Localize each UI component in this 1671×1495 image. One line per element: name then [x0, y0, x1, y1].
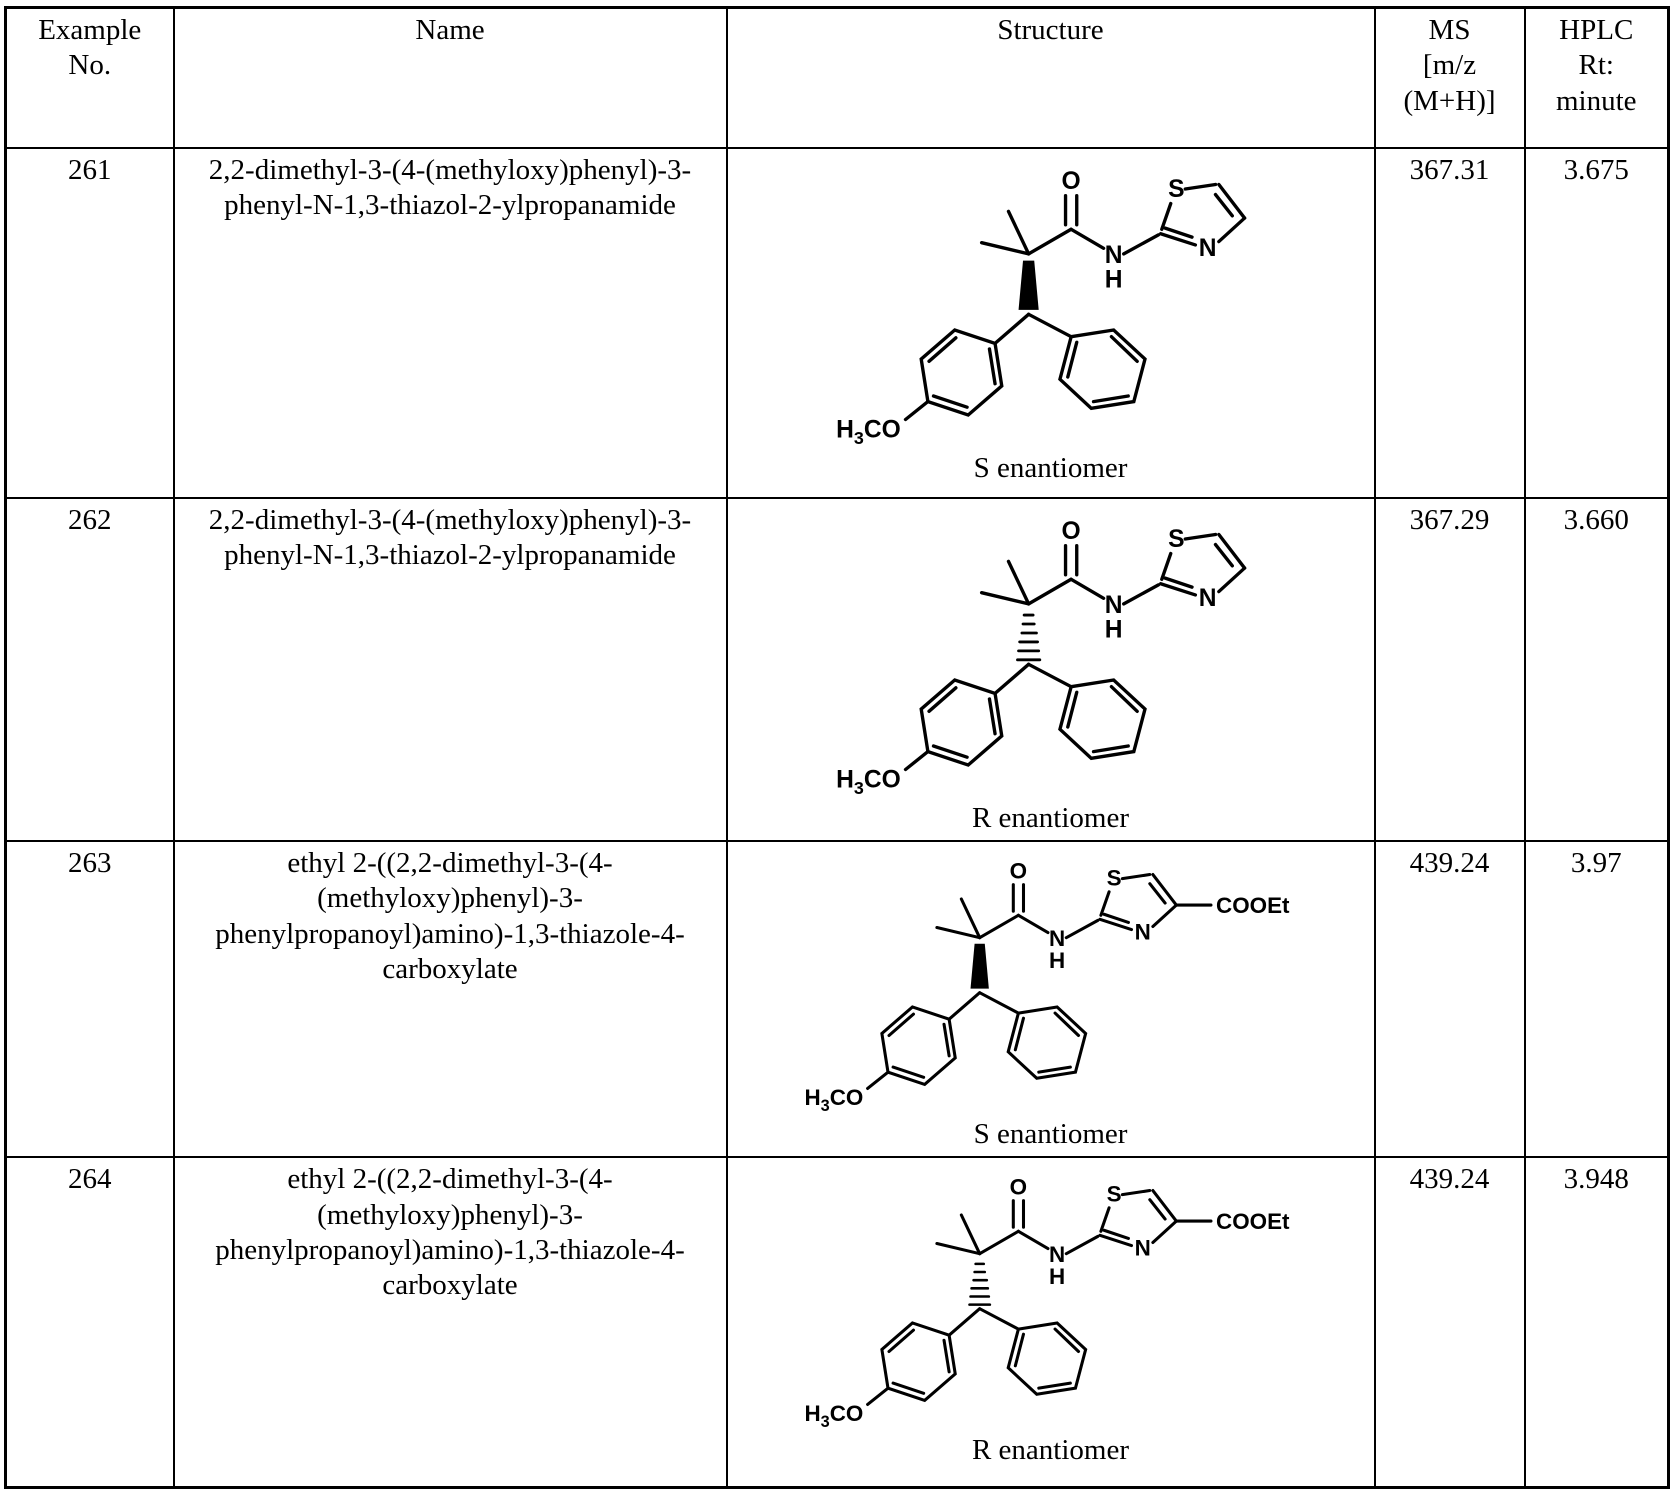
header-example-line1: Example — [38, 14, 142, 46]
table-row-261: 261 2,2-dimethyl-3-(4-(methyloxy)phenyl)… — [4, 146, 1670, 499]
compound-name: ethyl 2-((2,2-dimethyl-3-(4-(methyloxy)p… — [215, 846, 685, 985]
compound-name: ethyl 2-((2,2-dimethyl-3-(4-(methyloxy)p… — [215, 1163, 685, 1302]
table-row-264: 264 ethyl 2-((2,2-dimethyl-3-(4-(methylo… — [4, 1156, 1670, 1489]
cooet-substituent-use — [1174, 1207, 1292, 1237]
name-cell: ethyl 2-((2,2-dimethyl-3-(4-(methyloxy)p… — [172, 839, 728, 1159]
molecule-skeleton-use — [802, 856, 1178, 1117]
structure-cell: S enantiomer — [725, 146, 1376, 499]
stereo-hash-use — [1015, 613, 1041, 661]
stereo-wedge-use — [1018, 260, 1039, 310]
header-example-line2: No. — [68, 49, 112, 82]
enantiomer-caption: R enantiomer — [971, 1434, 1130, 1467]
molecule-skeleton-use — [833, 165, 1246, 450]
ms-cell: 439.24 — [1373, 1156, 1526, 1489]
stereo-wedge-use — [970, 943, 989, 989]
hplc-cell: 3.660 — [1523, 496, 1670, 842]
structure-cell: S enantiomer — [725, 839, 1376, 1159]
column-header-hplc: HPLC Rt: minute — [1523, 6, 1670, 149]
header-hplc-line2: Rt: — [1578, 49, 1614, 82]
compound-name: 2,2-dimethyl-3-(4-(methyloxy)phenyl)-3-p… — [208, 503, 692, 571]
header-ms-line3: (M+H)] — [1403, 84, 1496, 117]
compound-table: Example No. Name Structure MS [m/z (M+H)… — [4, 6, 1670, 1489]
ms-cell: 367.31 — [1373, 146, 1526, 499]
structure-diagram-263 — [802, 856, 1292, 1117]
example-no-cell: 262 — [4, 496, 175, 842]
example-no-cell: 261 — [4, 146, 175, 499]
header-hplc-line3: minute — [1555, 84, 1637, 117]
enantiomer-caption: S enantiomer — [973, 451, 1128, 484]
ms-cell: 367.29 — [1373, 496, 1526, 842]
cooet-substituent-use — [1174, 891, 1292, 920]
table-row-262: 262 2,2-dimethyl-3-(4-(methyloxy)phenyl)… — [4, 496, 1670, 842]
hplc-cell: 3.948 — [1523, 1156, 1670, 1489]
column-header-name: Name — [172, 6, 728, 149]
table-row-263: 263 ethyl 2-((2,2-dimethyl-3-(4-(methylo… — [4, 839, 1670, 1159]
header-ms-line2: [m/z — [1422, 49, 1477, 82]
hplc-cell: 3.97 — [1523, 839, 1670, 1159]
name-cell: 2,2-dimethyl-3-(4-(methyloxy)phenyl)-3-p… — [172, 496, 728, 842]
structure-diagram-264 — [802, 1173, 1292, 1433]
molecule-skeleton-use — [833, 515, 1246, 800]
header-row: Example No. Name Structure MS [m/z (M+H)… — [4, 6, 1670, 149]
example-no-cell: 264 — [4, 1156, 175, 1489]
molecule-skeleton-use — [802, 1173, 1178, 1433]
enantiomer-caption: S enantiomer — [973, 1117, 1128, 1150]
structure-diagram-261 — [833, 165, 1246, 450]
structure-cell: R enantiomer — [725, 1156, 1376, 1489]
hplc-cell: 3.675 — [1523, 146, 1670, 499]
column-header-example-no: Example No. — [4, 6, 175, 149]
structure-cell: R enantiomer — [725, 496, 1376, 842]
stereo-hash-use — [967, 1262, 991, 1307]
name-cell: 2,2-dimethyl-3-(4-(methyloxy)phenyl)-3-p… — [172, 146, 728, 499]
ms-cell: 439.24 — [1373, 839, 1526, 1159]
enantiomer-caption: R enantiomer — [971, 801, 1130, 834]
header-ms-line1: MS — [1428, 14, 1471, 46]
column-header-ms: MS [m/z (M+H)] — [1373, 6, 1526, 149]
example-no-cell: 263 — [4, 839, 175, 1159]
header-hplc-line1: HPLC — [1559, 14, 1634, 46]
column-header-structure: Structure — [725, 6, 1376, 149]
structure-diagram-262 — [833, 515, 1246, 800]
name-cell: ethyl 2-((2,2-dimethyl-3-(4-(methyloxy)p… — [172, 1156, 728, 1489]
compound-name: 2,2-dimethyl-3-(4-(methyloxy)phenyl)-3-p… — [208, 153, 692, 221]
